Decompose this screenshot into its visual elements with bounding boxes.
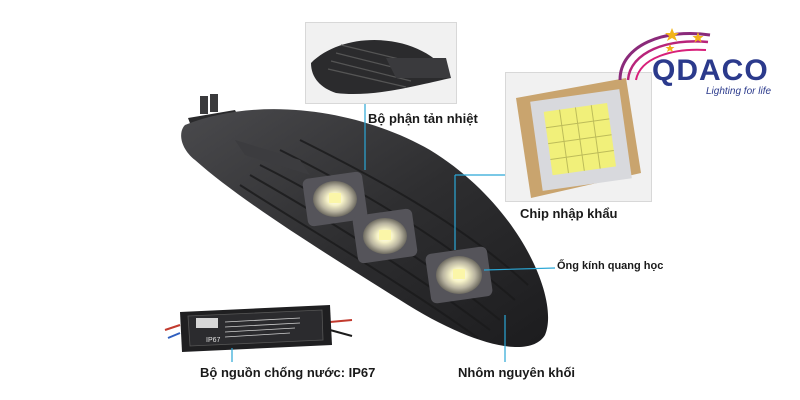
led-module-3	[425, 246, 493, 304]
driver-rating-text: IP67	[206, 337, 221, 344]
chip-detail-image	[505, 72, 652, 202]
housing-ridge	[235, 140, 310, 175]
brand-tagline: Lighting for life	[706, 86, 772, 97]
callout-body: Nhôm nguyên khối	[458, 365, 575, 380]
callout-chip: Chip nhập khẩu	[520, 206, 618, 221]
power-driver	[164, 305, 353, 352]
callout-heatsink: Bộ phận tản nhiệt	[368, 111, 478, 126]
callout-driver: Bộ nguồn chống nước: IP67	[200, 365, 376, 380]
brand-logo: QDACO Lighting for life	[610, 20, 785, 100]
leader-lines	[231, 100, 556, 362]
callout-lens: Ống kính quang học	[557, 260, 664, 272]
led-module-1	[302, 171, 368, 227]
heatsink-detail-image	[305, 22, 457, 104]
brand-name: QDACO	[652, 54, 769, 87]
led-module-2	[352, 208, 418, 264]
